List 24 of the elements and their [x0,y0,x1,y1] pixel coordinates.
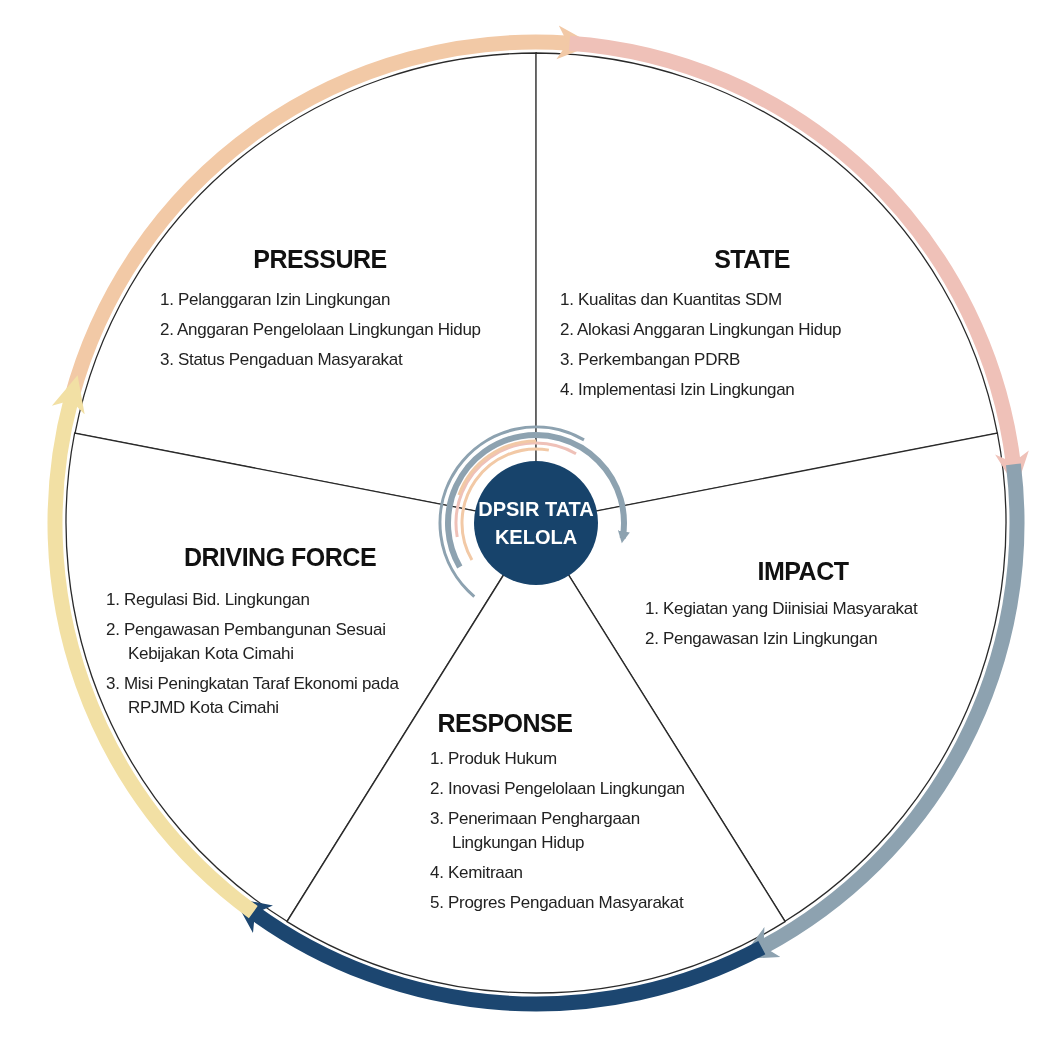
sector-heading: RESPONSE [437,709,573,738]
list-item: 1. Kualitas dan Kuantitas SDM [560,289,783,311]
list-item: 2. Pengawasan Izin Lingkungan [645,628,879,650]
list-item: 2. Anggaran Pengelolaan Lingkungan Hidup [160,319,482,341]
list-item: 1. Produk Hukum [430,748,558,770]
sector-heading: PRESSURE [253,245,387,274]
list-item: 3. Perkembangan PDRB [560,349,742,371]
list-item: 4. Implementasi Izin Lingkungan [560,379,796,401]
list-item: 4. Kemitraan [430,862,524,884]
list-item: 1. Pelanggaran Izin Lingkungan [160,289,392,311]
list-item: 2. Pengawasan Pembangunan Sesuai Kebijakan Kota Cimahi [106,619,387,665]
list-item: 2. Inovasi Pengelolaan Lingkungan [430,778,686,800]
cycle-arrow [47,375,259,918]
list-item: 5. Progres Pengaduan Masyarakat [430,892,685,914]
list-item: 3. Misi Peningkatan Taraf Ekonomi pada RPJMD Kota Cimahi [106,673,400,719]
sector-heading: IMPACT [757,557,849,586]
sector-heading: STATE [714,245,790,274]
list-item: 2. Alokasi Anggaran Lingkungan Hidup [560,319,843,341]
sector-heading: DRIVING FORCE [183,543,377,572]
list-item: 3. Status Pengaduan Masyarakat [160,349,404,371]
center-title: DPSIR TATA KELOLA [477,497,595,550]
list-item: 1. Kegiatan yang Diinisiai Masyarakat [645,598,919,620]
list-item: 1. Regulasi Bid. Lingkungan [106,589,311,611]
list-item: 3. Penerimaan Penghargaan Lingkungan Hidup [430,808,641,854]
